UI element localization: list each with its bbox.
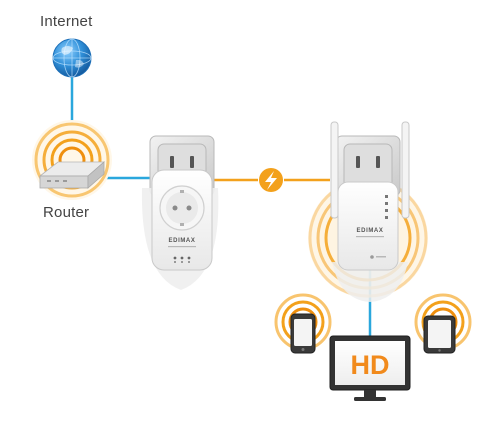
hd-display-text: HD [351,350,390,380]
powerline-link [213,168,330,192]
smartphone-icon [274,293,332,354]
antenna-right [401,121,410,219]
wps-button-icon [370,255,374,259]
brand-logo-left: EDIMAX [169,238,196,244]
router-icon [32,120,112,200]
tablet-icon [414,293,472,354]
antenna-left [330,121,339,219]
globe-icon [52,38,92,78]
wifi-extender: EDIMAX [308,121,428,302]
internet-label: Internet [40,13,93,30]
powerline-adapter: EDIMAX [141,135,219,290]
brand-logo-right: EDIMAX [357,228,384,234]
lightning-bolt-icon [265,171,277,190]
router-label: Router [43,204,90,221]
tv-monitor-icon: HD [329,335,411,401]
